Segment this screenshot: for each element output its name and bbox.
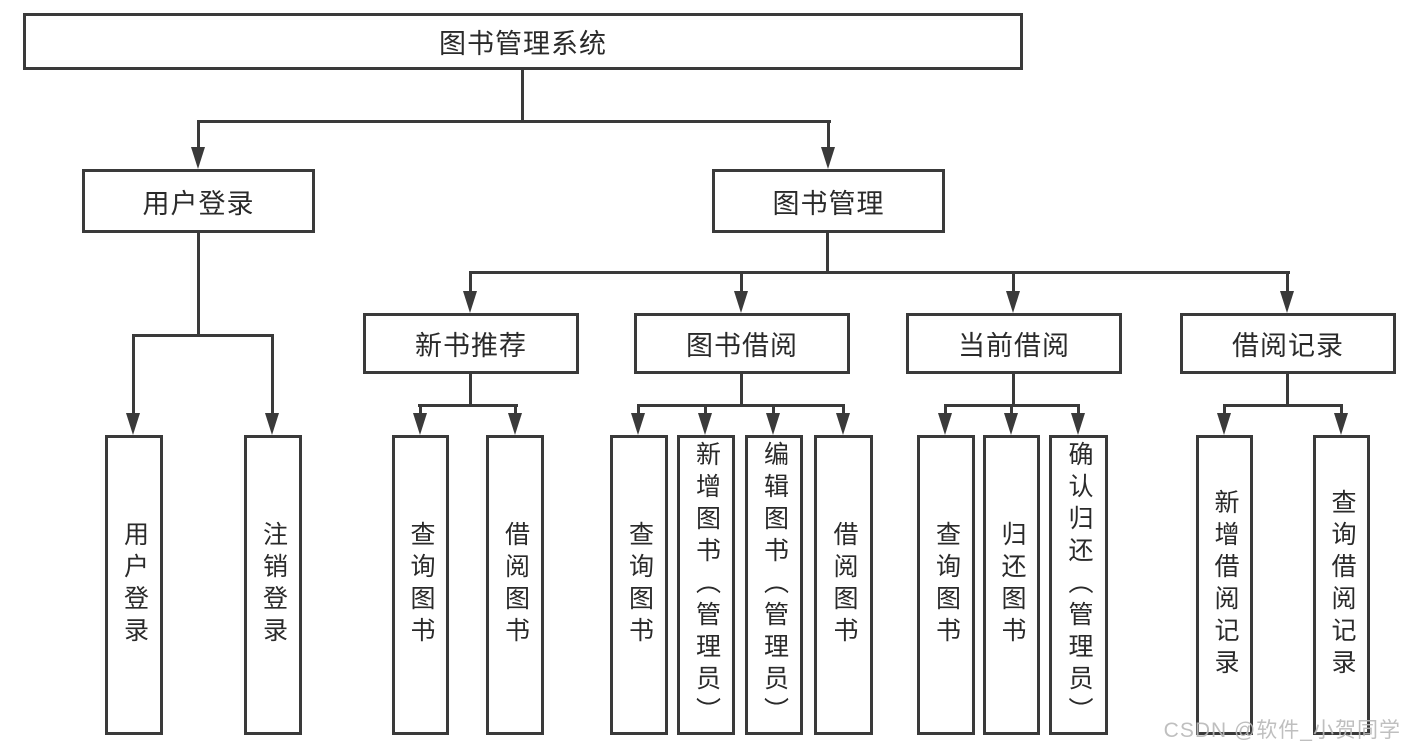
node-borrow-records: 借阅记录 [1180,313,1396,374]
connector-line [197,120,200,149]
node-book-management: 图书管理 [712,169,945,233]
node-return-book: 归还图书 [983,435,1040,735]
connector-line [842,404,845,416]
arrow-down-icon [698,413,712,435]
node-book-borrow-label: 图书借阅 [686,331,798,361]
connector-line [271,334,274,414]
connector-line [521,70,524,122]
connector-line [469,271,472,293]
connector-line [197,120,831,123]
node-edit-book-admin-label: 编辑图书（管理员） [760,441,789,729]
connector-line [469,374,472,407]
node-confirm-return-admin-label: 确认归还（管理员） [1065,441,1093,729]
connector-line [514,404,517,416]
arrow-down-icon [1217,413,1231,435]
arrow-down-icon [821,147,835,169]
node-book-borrow: 图书借阅 [634,313,850,374]
node-query-books-borrow: 查询图书 [610,435,668,735]
node-add-book-admin-label: 新增图书（管理员） [692,441,721,729]
node-borrow-books-leaf-label: 借阅图书 [830,521,858,649]
node-library-system: 图书管理系统 [23,13,1023,70]
connector-line [1010,404,1013,416]
arrow-down-icon [766,413,780,435]
node-query-books-current: 查询图书 [917,435,975,735]
connector-line [740,271,743,293]
arrow-down-icon [734,291,748,313]
arrow-down-icon [836,413,850,435]
node-query-books-recommend-label: 查询图书 [407,521,435,649]
connector-line [419,404,422,416]
arrow-down-icon [191,147,205,169]
arrow-down-icon [938,413,952,435]
connector-line [1012,271,1015,293]
node-add-book-admin: 新增图书（管理员） [677,435,735,735]
node-borrow-books-leaf: 借阅图书 [814,435,873,735]
connector-line [1286,271,1289,293]
connector-line [197,233,200,337]
connector-line [826,233,829,274]
node-confirm-return-admin: 确认归还（管理员） [1049,435,1108,735]
node-add-borrow-record-label: 新增借阅记录 [1211,489,1239,681]
node-current-borrow-label: 当前借阅 [958,331,1070,361]
connector-line [470,271,1290,274]
node-new-book-recommend: 新书推荐 [363,313,579,374]
connector-line [132,334,135,414]
node-book-management-label: 图书管理 [772,188,885,219]
arrow-down-icon [1006,291,1020,313]
node-user-login: 用户登录 [82,169,315,233]
node-edit-book-admin: 编辑图书（管理员） [745,435,803,735]
node-login-label: 用户登录 [120,521,149,649]
node-query-books-borrow-label: 查询图书 [625,521,654,649]
connector-line [1223,404,1343,407]
node-current-borrow: 当前借阅 [906,313,1122,374]
connector-line [944,404,947,416]
node-borrow-books-recommend-label: 借阅图书 [501,521,530,649]
node-login: 用户登录 [105,435,163,735]
arrow-down-icon [1004,413,1018,435]
connector-line [1077,404,1080,416]
arrow-down-icon [463,291,477,313]
node-logout: 注销登录 [244,435,302,735]
arrow-down-icon [413,413,427,435]
connector-line [1340,404,1343,416]
node-user-login-label: 用户登录 [142,188,255,219]
node-borrow-books-recommend: 借阅图书 [486,435,544,735]
arrow-down-icon [265,413,279,435]
arrow-down-icon [1071,413,1085,435]
connector-line [418,404,518,407]
arrow-down-icon [631,413,645,435]
arrow-down-icon [126,413,140,435]
connector-line [132,334,274,337]
node-query-borrow-record: 查询借阅记录 [1313,435,1370,735]
node-borrow-records-label: 借阅记录 [1232,331,1344,361]
watermark: CSDN @软件_小贺同学 [1163,719,1401,742]
node-query-books-recommend: 查询图书 [392,435,449,735]
node-query-borrow-record-label: 查询借阅记录 [1328,489,1356,681]
node-add-borrow-record: 新增借阅记录 [1196,435,1253,735]
connector-line [1012,374,1015,407]
connector-line [637,404,640,416]
node-library-system-label: 图书管理系统 [439,29,607,59]
node-query-books-current-label: 查询图书 [932,521,961,649]
node-logout-label: 注销登录 [259,521,288,649]
connector-line [772,404,775,416]
arrow-down-icon [1334,413,1348,435]
connector-line [637,404,845,407]
connector-line [704,404,707,416]
arrow-down-icon [508,413,522,435]
connector-line [1223,404,1226,416]
arrow-down-icon [1280,291,1294,313]
connector-line [827,120,830,149]
connector-line [740,374,743,407]
connector-line [1286,374,1289,407]
node-return-book-label: 归还图书 [998,521,1026,649]
node-new-book-recommend-label: 新书推荐 [415,331,527,361]
